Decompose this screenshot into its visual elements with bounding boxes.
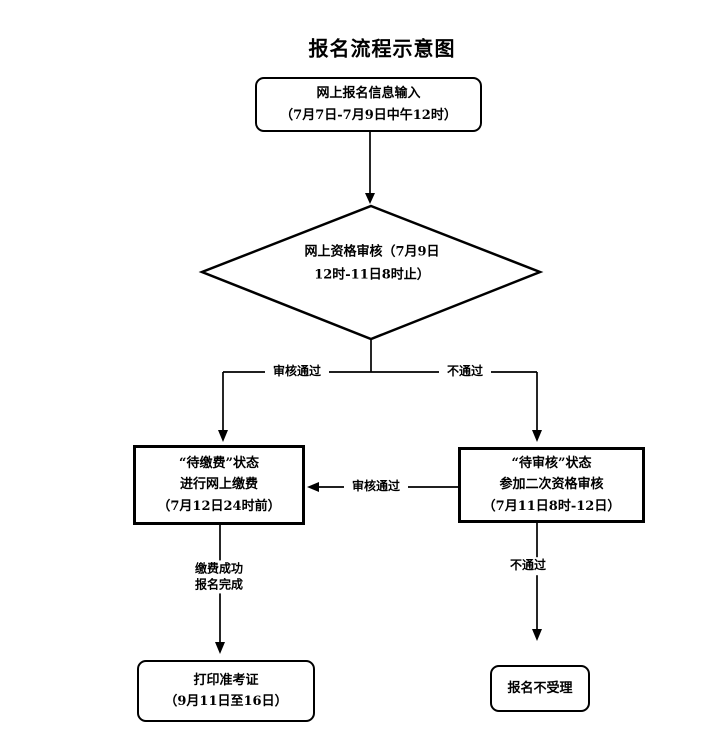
start-node: 网上报名信息输入 （7月7日-7月9日中午12时） xyxy=(255,77,482,132)
pending-payment-line3: （7月12日24时前） xyxy=(157,498,281,514)
pending-review-line3: （7月11日8时-12日） xyxy=(482,498,621,514)
decision-line2: 12时-11日8时止） xyxy=(314,267,430,282)
print-ticket-line1: 打印准考证 xyxy=(193,672,259,688)
edge-label-second-review-passed: 审核通过 xyxy=(343,478,409,496)
print-ticket-line2: （9月11日至16日） xyxy=(164,694,288,709)
edge-label-payment-success: 缴费成功 报名完成 xyxy=(186,560,252,594)
rejected-line1: 报名不受理 xyxy=(507,680,573,696)
edge-label-review-passed: 审核通过 xyxy=(264,363,330,381)
edge-label-second-review-failed: 不通过 xyxy=(501,557,555,575)
rejected-node: 报名不受理 xyxy=(490,665,590,712)
page-title: 报名流程示意图 xyxy=(308,36,456,61)
edge-label-review-failed: 不通过 xyxy=(438,363,492,381)
edge-label-payment-success-line2: 报名完成 xyxy=(194,577,244,591)
pending-payment-line1: “待缴费”状态 xyxy=(179,455,259,471)
pending-payment-line2: 进行网上缴费 xyxy=(179,477,258,493)
decision-line1: 网上资格审核（7月9日 xyxy=(304,244,440,260)
edge-decision-branches xyxy=(218,339,542,442)
decision-diamond-label: 网上资格审核（7月9日 12时-11日8时止） xyxy=(304,241,439,287)
edge-start-to-decision xyxy=(365,132,375,204)
print-ticket-node: 打印准考证 （9月11日至16日） xyxy=(137,660,315,722)
pending-review-line1: “待审核”状态 xyxy=(511,455,592,471)
start-node-line2: （7月7日-7月9日中午12时） xyxy=(280,107,457,123)
pending-review-line2: 参加二次资格审核 xyxy=(499,477,604,493)
pending-review-node: “待审核”状态 参加二次资格审核 （7月11日8时-12日） xyxy=(458,447,645,523)
edge-label-payment-success-line1: 缴费成功 xyxy=(194,561,244,576)
start-node-line1: 网上报名信息输入 xyxy=(316,86,421,102)
edge-secondreview-to-rejected xyxy=(532,523,542,641)
pending-payment-node: “待缴费”状态 进行网上缴费 （7月12日24时前） xyxy=(133,445,305,525)
